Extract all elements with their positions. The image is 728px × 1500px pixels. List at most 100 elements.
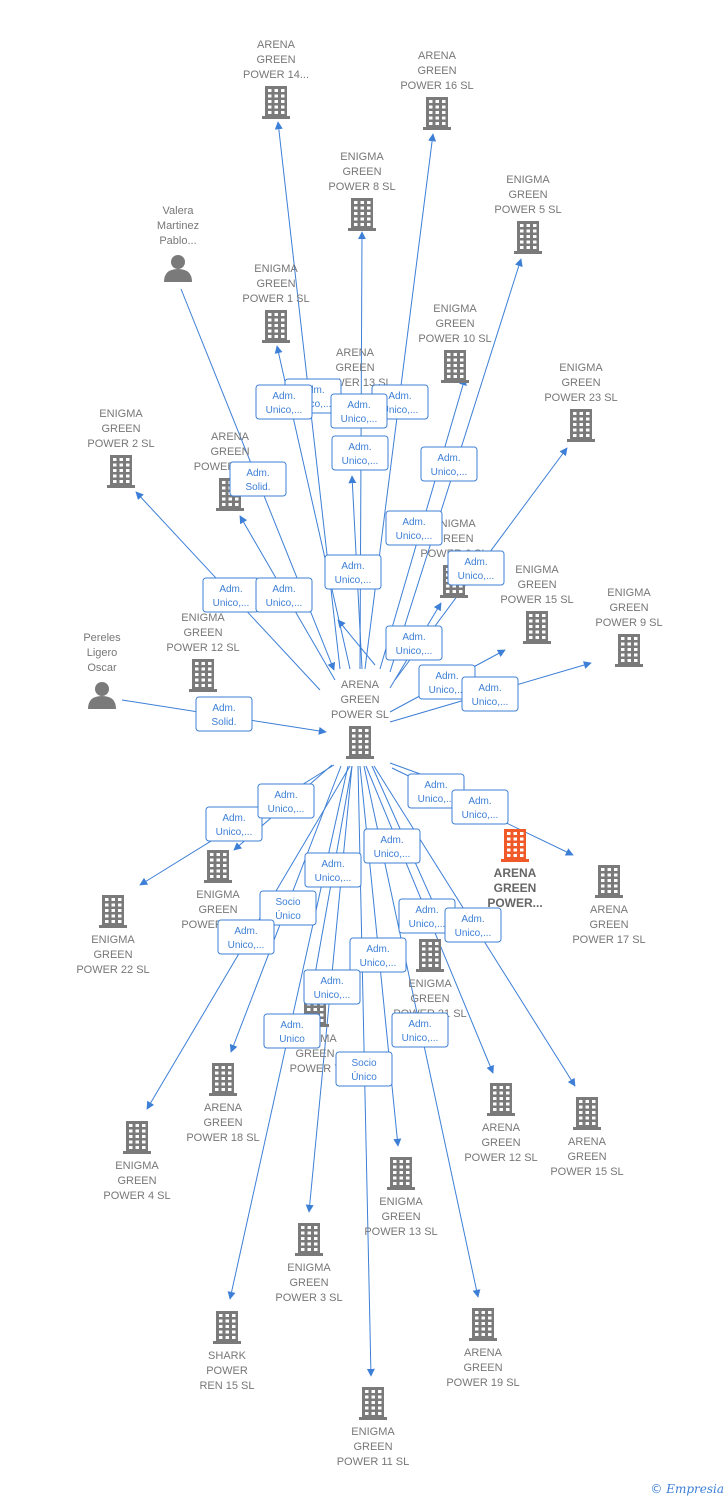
node-label-line: POWER 1 SL <box>242 293 309 305</box>
role-text: Unico,... <box>314 990 351 1001</box>
role-badge[interactable]: Adm.Unico,... <box>398 898 456 934</box>
node-label-line: ARENA <box>257 39 296 51</box>
role-text: Adm. <box>219 584 242 595</box>
role-badge[interactable]: Adm.Unico,... <box>217 919 275 955</box>
role-badge[interactable]: Adm.Unico,... <box>304 852 362 888</box>
node-label-line: GREEN <box>101 423 140 435</box>
building-icon <box>615 634 643 667</box>
role-text: Unico,... <box>402 1033 439 1044</box>
building-icon <box>107 455 135 488</box>
building-icon <box>262 86 290 119</box>
role-badge[interactable]: Adm. Unico,... <box>444 907 502 943</box>
role-text: Unico,... <box>455 928 492 939</box>
node-label-line: POWER 3 SL <box>275 1292 342 1304</box>
node-label-line: POWER 4 SL <box>103 1190 170 1202</box>
footer-brand[interactable]: © Empresia <box>650 1482 724 1496</box>
role-badge[interactable]: Adm.Solid. <box>229 461 287 497</box>
edge-c-e12 <box>337 619 376 666</box>
role-badge[interactable]: Adm.Unico,... <box>324 554 382 590</box>
role-badge[interactable]: Adm.Unico,... <box>205 806 263 842</box>
role-badge[interactable]: Adm.Unico,... <box>349 937 407 973</box>
node-label-line: ENIGMA <box>379 1196 423 1208</box>
person-icon <box>164 255 192 282</box>
node-label-line: ARENA <box>418 50 457 62</box>
role-text: Unico,... <box>228 940 265 951</box>
role-badge[interactable]: Adm.Unico,... <box>451 789 509 825</box>
role-badge[interactable]: Adm.Unico,... <box>461 676 519 712</box>
role-text: Unico,... <box>472 697 509 708</box>
role-text: Unico,... <box>266 598 303 609</box>
role-badge[interactable]: Adm.Unico,... <box>363 828 421 864</box>
building-icon <box>346 726 374 759</box>
role-badge[interactable]: Adm.Unico,... <box>391 1012 449 1048</box>
role-badge[interactable]: Adm.Unico,... <box>255 384 313 420</box>
role-badge[interactable]: Adm.Unico,... <box>385 510 443 546</box>
role-text: Unico,... <box>374 849 411 860</box>
role-badge[interactable]: Adm.Unico,... <box>257 783 315 819</box>
person-node-valera[interactable]: ValeraMartinezPablo... <box>157 205 199 282</box>
role-badge[interactable]: Adm.Solid. <box>195 696 253 732</box>
role-text: Unico,... <box>418 794 455 805</box>
node-label-line: ENIGMA <box>506 174 550 186</box>
node-label-line: ENIGMA <box>254 263 298 275</box>
building-icon <box>204 850 232 883</box>
role-text: Unico,... <box>409 919 446 930</box>
role-badge[interactable]: Adm.Unico,... <box>447 550 505 586</box>
role-text: Socio <box>351 1058 376 1069</box>
role-text: Unico,... <box>360 958 397 969</box>
role-text: Adm. <box>280 1020 303 1031</box>
role-badge[interactable]: Adm.Unico,... <box>303 969 361 1005</box>
node-label-line: ENIGMA <box>559 362 603 374</box>
role-badge[interactable]: Adm.Unico,... <box>255 577 313 613</box>
node-label-line: ENIGMA <box>607 587 651 599</box>
role-text: Adm. <box>402 632 425 643</box>
building-icon <box>523 611 551 644</box>
role-badge[interactable]: Adm.Unico,... <box>331 435 389 471</box>
node-label-line: POWER 11 SL <box>337 1456 410 1468</box>
node-label-line: GREEN <box>256 278 295 290</box>
role-text: Solid. <box>211 717 236 728</box>
company-node-focus[interactable]: ARENAGREENPOWER... <box>487 829 543 910</box>
node-label-line: POWER 9 SL <box>595 617 662 629</box>
role-badge[interactable]: Adm.Unico,... <box>420 446 478 482</box>
building-icon <box>514 221 542 254</box>
role-badge[interactable]: Adm.Unico,... <box>385 625 443 661</box>
node-label-line: ARENA <box>211 431 250 443</box>
company-node-e1[interactable]: ENIGMA GREEN POWER 1 SL <box>242 263 310 343</box>
role-text: Único <box>275 909 301 922</box>
role-badge[interactable]: Adm.Unico,... <box>202 577 260 613</box>
node-label-line: GREEN <box>295 1048 334 1060</box>
role-badge[interactable]: Adm.Unico,... <box>330 393 388 429</box>
role-badge[interactable]: Adm.Unico <box>263 1013 321 1049</box>
role-text: Adm. <box>461 914 484 925</box>
node-label-line: POWER 16 SL <box>400 80 473 92</box>
node-label-line: GREEN <box>340 694 379 706</box>
node-label-line: POWER... <box>487 896 542 910</box>
